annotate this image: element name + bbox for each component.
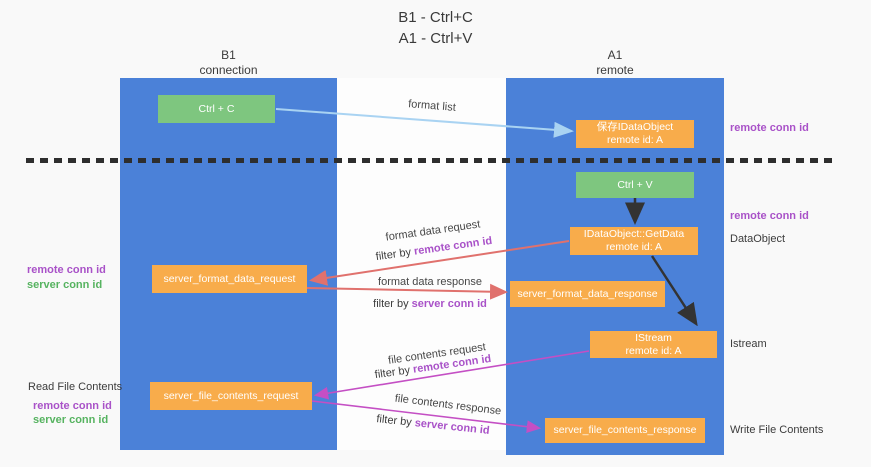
istream-line1: IStream (635, 331, 672, 344)
arrow-getdata-to-istream (650, 255, 698, 327)
read-file-contents-label: Read File Contents (28, 381, 123, 393)
dashed-separator-line (26, 158, 832, 163)
remote-conn-id-left-2: remote conn id (33, 400, 112, 412)
istream-side-label: Istream (730, 338, 767, 350)
save-idataobject-box: 保存IDataObject remote id: A (576, 120, 694, 148)
column-b1-subtitle: connection (199, 63, 258, 77)
save-idataobject-line2: remote id: A (606, 134, 664, 146)
title-line-1: B1 - Ctrl+C (398, 9, 473, 26)
filter-by-text: filter by (373, 298, 412, 310)
arrow-format-list (275, 108, 574, 138)
server-file-contents-request-label: server_file_contents_request (163, 389, 299, 402)
write-file-contents-label: Write File Contents (730, 424, 824, 436)
column-header-b1: B1 connection (120, 48, 337, 78)
dataobject-label: DataObject (730, 233, 786, 245)
remote-conn-id-right-1: remote conn id (730, 122, 809, 134)
server-file-contents-request-box: server_file_contents_request (150, 382, 312, 410)
format-data-response-label: format data response (378, 276, 482, 288)
column-b1-title: B1 (221, 48, 236, 62)
server-file-contents-response-label: server_file_contents_response (553, 424, 697, 436)
server-conn-id-left-1: server conn id (27, 279, 103, 291)
ctrl-v-box: Ctrl + V (576, 172, 694, 198)
getdata-line2: remote id: A (605, 241, 663, 253)
server-conn-id-text: server conn id (411, 298, 487, 310)
server-format-data-response-box: server_format_data_response (510, 281, 665, 307)
istream-box: IStream remote id: A (590, 331, 717, 358)
title-line-2: A1 - Ctrl+V (398, 30, 473, 47)
idataobject-getdata-box: IDataObject::GetData remote id: A (570, 227, 698, 255)
save-idataobject-line1: 保存IDataObject (596, 121, 674, 133)
remote-conn-id-left-1: remote conn id (27, 264, 106, 276)
ctrl-c-box: Ctrl + C (158, 95, 275, 123)
server-format-data-request-label: server_format_data_request (163, 272, 296, 285)
ctrl-v-label: Ctrl + V (617, 178, 653, 191)
column-a1-title: A1 (607, 48, 623, 62)
column-header-a1: A1 remote (506, 48, 724, 78)
getdata-line1: IDataObject::GetData (583, 228, 685, 240)
column-a1-subtitle: remote (596, 63, 634, 77)
remote-conn-id-right-2: remote conn id (730, 210, 809, 222)
arrow-format-data-response (306, 283, 508, 300)
format-data-response-filter-label: filter by server conn id (373, 298, 487, 310)
istream-line2: remote id: A (625, 344, 682, 357)
arrow-file-contents-request (313, 350, 590, 400)
diagram-title: B1 - Ctrl+C A1 - Ctrl+V (0, 7, 871, 49)
arrow-file-contents-response (311, 400, 542, 434)
server-conn-id-left-2: server conn id (33, 414, 109, 426)
arrow-format-data-request (309, 240, 570, 286)
server-format-data-response-label: server_format_data_response (517, 287, 658, 300)
ctrl-c-label: Ctrl + C (198, 102, 235, 115)
server-file-contents-response-box: server_file_contents_response (545, 418, 705, 443)
server-format-data-request-box: server_format_data_request (152, 265, 307, 293)
